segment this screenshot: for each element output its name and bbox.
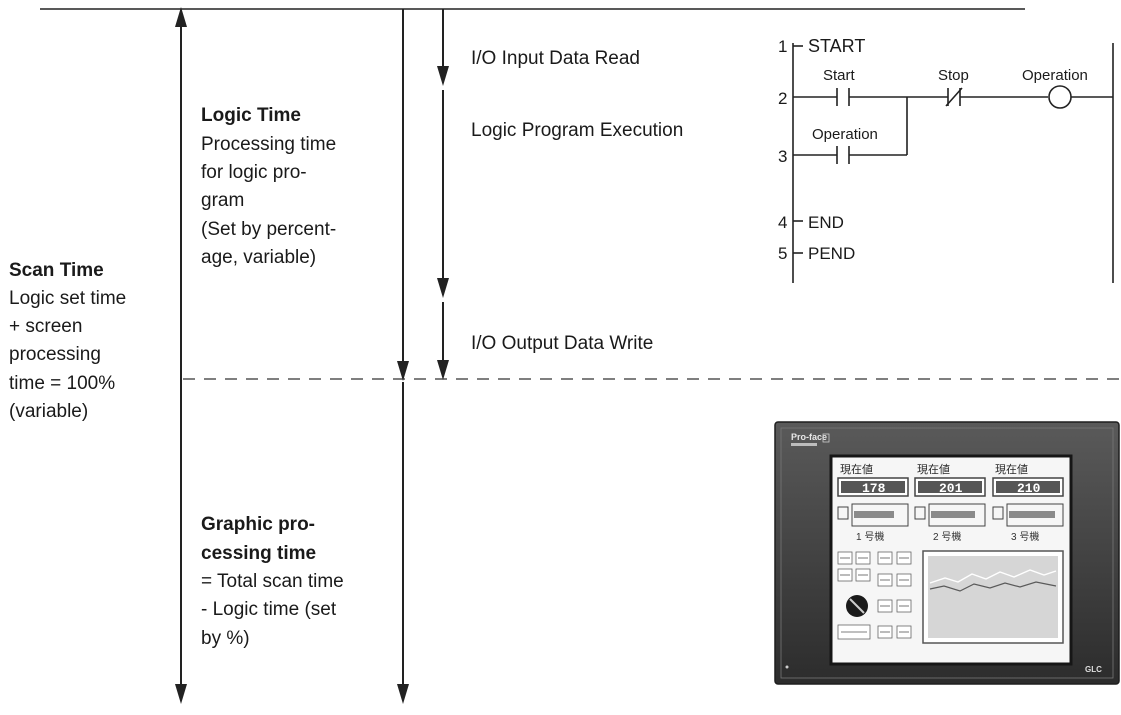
graphic-time-line-3: by %) xyxy=(201,628,250,649)
scan-time-line-5: (variable) xyxy=(9,401,89,422)
operation-contact-label: Operation xyxy=(812,126,878,143)
graphic-time-line-2: - Logic time (set xyxy=(201,599,337,620)
execution-arrow xyxy=(437,90,449,298)
rung-number-3: 3 xyxy=(778,147,787,166)
counter-2-value: 201 xyxy=(939,481,963,496)
end-instruction: END xyxy=(808,213,844,232)
machine-1-label: 1 号機 xyxy=(856,530,884,543)
scan-time-line-3: processing xyxy=(9,344,101,365)
start-contact-label: Start xyxy=(823,67,856,84)
logic-time-line-3: gram xyxy=(201,190,245,211)
start-instruction: START xyxy=(808,36,865,56)
graphic-time-title-2: cessing time xyxy=(201,543,317,564)
logic-time-line-5: age, variable) xyxy=(201,247,317,268)
scan-time-arrow xyxy=(175,7,187,704)
counter-1-value: 178 xyxy=(862,481,886,496)
rung-number-4: 4 xyxy=(778,213,787,232)
logic-time-title: Logic Time xyxy=(201,105,301,126)
rung-number-5: 5 xyxy=(778,244,787,263)
machine-2-label: 2 号機 xyxy=(933,530,961,543)
hmi-device-image: Pro-face 現在値 現在値 現在値 178 201 210 xyxy=(774,421,1120,685)
scan-time-line-1: Logic set time xyxy=(9,288,127,309)
svg-text:現在値: 現在値 xyxy=(917,463,950,476)
io-output-write-label: I/O Output Data Write xyxy=(471,333,654,354)
brand-logo: Pro-face xyxy=(791,432,827,442)
svg-text:現在値: 現在値 xyxy=(995,463,1028,476)
scan-time-title: Scan Time xyxy=(9,260,104,281)
stop-contact-label: Stop xyxy=(938,67,969,84)
output-write-arrow xyxy=(437,302,449,380)
svg-text:現在値: 現在値 xyxy=(840,463,873,476)
logic-time-line-1: Processing time xyxy=(201,134,337,155)
logic-time-arrow xyxy=(397,9,409,381)
logic-execution-label: Logic Program Execution xyxy=(471,120,684,141)
svg-text:GLC: GLC xyxy=(1085,665,1102,674)
graphic-time-line-1: = Total scan time xyxy=(201,571,344,592)
machine-3-label: 3 号機 xyxy=(1011,530,1039,543)
scan-time-line-4: time = 100% xyxy=(9,373,116,394)
graphic-time-title-1: Graphic pro- xyxy=(201,514,316,535)
input-read-arrow xyxy=(437,9,449,86)
ladder-diagram xyxy=(792,43,1114,283)
scan-time-line-2: + screen xyxy=(9,316,83,337)
logic-time-line-2: for logic pro- xyxy=(201,162,307,183)
counter-3-value: 210 xyxy=(1017,481,1041,496)
pend-instruction: PEND xyxy=(808,244,855,263)
rung-number-1: 1 xyxy=(778,37,787,56)
rung-number-2: 2 xyxy=(778,89,787,108)
graphic-time-arrow xyxy=(397,382,409,704)
logic-time-line-4: (Set by percent- xyxy=(201,219,337,240)
operation-coil-label: Operation xyxy=(1022,67,1088,84)
io-input-read-label: I/O Input Data Read xyxy=(471,48,640,69)
